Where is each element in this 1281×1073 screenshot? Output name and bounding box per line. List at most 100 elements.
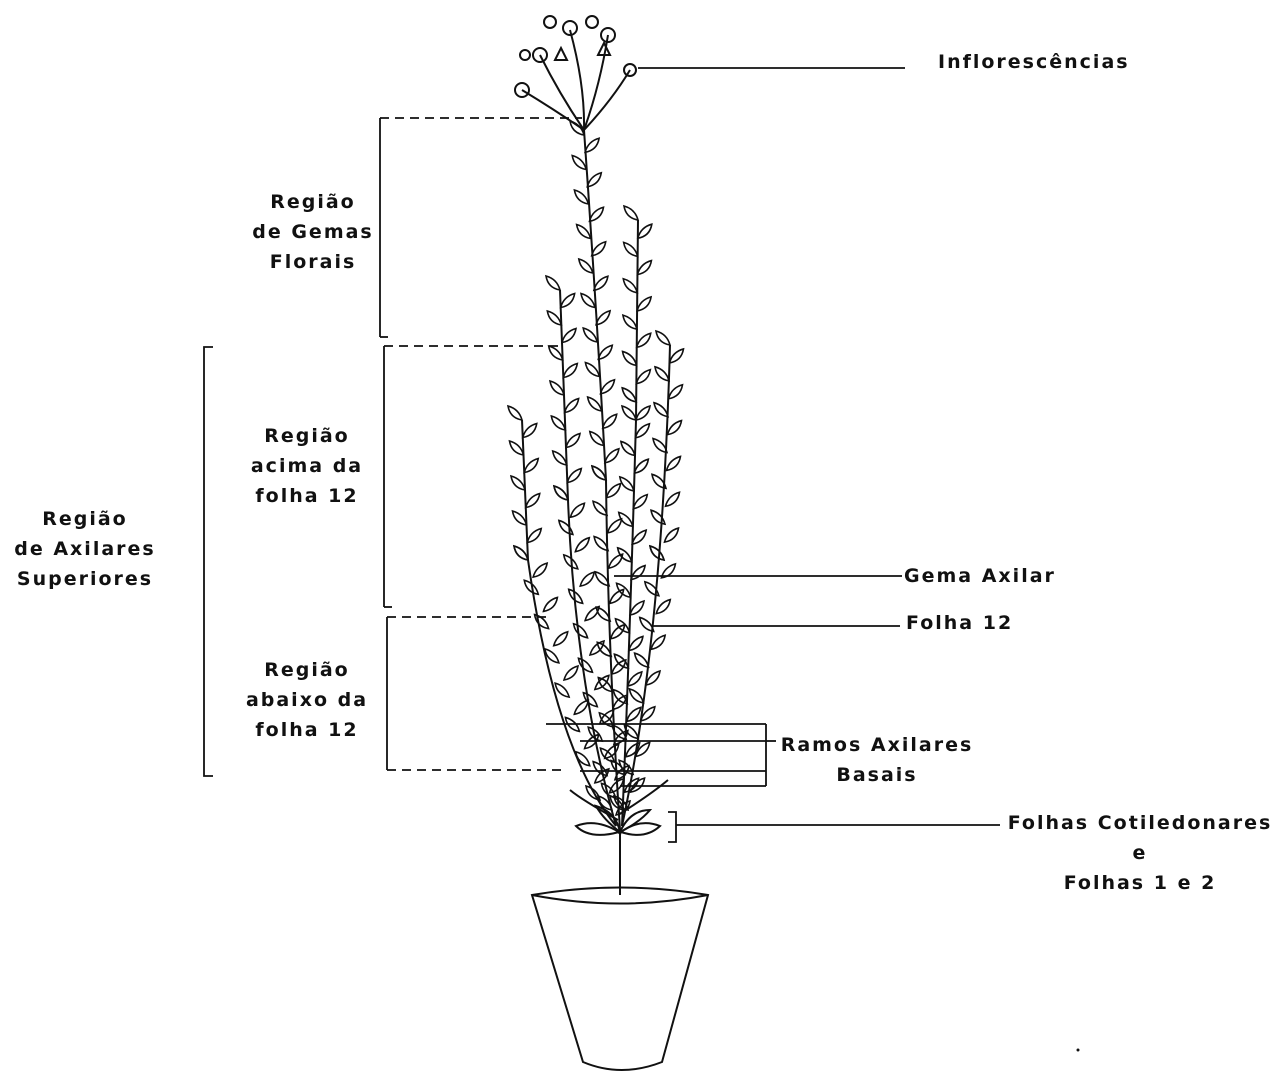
leaf — [654, 403, 668, 417]
leaf — [624, 242, 638, 256]
label-line: Folhas Cotiledonares — [1002, 808, 1278, 838]
leaf — [533, 563, 547, 577]
leaf — [594, 276, 608, 290]
leaf — [553, 451, 567, 465]
label-line: Ramos Axilares — [772, 730, 982, 760]
label-line: folha 12 — [232, 481, 382, 511]
leaf — [655, 367, 669, 381]
leaf — [590, 432, 604, 446]
label-line: Região — [238, 187, 388, 217]
leaf — [524, 459, 538, 473]
leaf — [630, 601, 644, 615]
leaf — [656, 331, 670, 345]
leaf — [666, 492, 680, 506]
label-line: abaixo da — [232, 685, 382, 715]
leaf — [627, 707, 641, 721]
leaf — [628, 672, 642, 686]
leaf — [631, 566, 645, 580]
label-inflorescencias: Inflorescências — [938, 47, 1130, 77]
leaf — [514, 546, 528, 560]
leaf — [635, 653, 649, 667]
leaf — [562, 329, 576, 343]
leaf — [575, 538, 589, 552]
label-line: acima da — [232, 451, 382, 481]
leaf — [668, 421, 682, 435]
leaf — [605, 449, 619, 463]
label-line: Basais — [772, 760, 982, 790]
leaf — [574, 624, 588, 638]
leaf — [595, 675, 609, 689]
label-line: Folhas 1 e 2 — [1002, 868, 1278, 898]
leaf — [634, 459, 648, 473]
leaf — [653, 439, 667, 453]
leaf — [513, 511, 527, 525]
label-regiao-abaixo-folha-12: Região abaixo da folha 12 — [232, 655, 382, 745]
leaf — [508, 406, 522, 420]
leaf — [669, 385, 683, 399]
label-regiao-gemas-florais: Região de Gemas Florais — [238, 187, 388, 277]
leaf — [656, 600, 670, 614]
leaf — [633, 495, 647, 509]
leaf — [574, 700, 588, 714]
axilares-superiores-bracket — [204, 347, 213, 776]
leaf — [598, 345, 612, 359]
leaf — [523, 424, 537, 438]
leaf — [559, 520, 573, 534]
leaf — [564, 666, 578, 680]
leaf — [555, 683, 569, 697]
leaf — [585, 363, 599, 377]
leaf — [554, 632, 568, 646]
leaf — [588, 397, 602, 411]
leaf — [567, 469, 581, 483]
leaf — [603, 414, 617, 428]
leaf — [590, 207, 604, 221]
leaf — [601, 380, 615, 394]
leaf — [635, 424, 649, 438]
leaf — [574, 190, 588, 204]
leaf — [576, 752, 590, 766]
label-folha-12: Folha 12 — [906, 608, 1013, 638]
leaf — [580, 572, 594, 586]
leaf — [554, 486, 568, 500]
speck — [1077, 1049, 1080, 1052]
leaf — [597, 642, 611, 656]
label-line: folha 12 — [232, 715, 382, 745]
leaf — [667, 456, 681, 470]
leaf — [563, 364, 577, 378]
label-line: de Axilares — [2, 534, 168, 564]
leaves — [508, 121, 684, 815]
leaf — [511, 476, 525, 490]
leaf — [636, 406, 650, 420]
leaf — [581, 294, 595, 308]
leaf — [650, 546, 664, 560]
leaf — [629, 689, 643, 703]
label-regiao-acima-folha-12: Região acima da folha 12 — [232, 421, 382, 511]
leaf — [569, 589, 583, 603]
leaf — [566, 434, 580, 448]
label-line: Florais — [238, 247, 388, 277]
leaf — [583, 693, 597, 707]
leaf — [637, 261, 651, 275]
leaf — [637, 333, 651, 347]
leaf — [596, 311, 610, 325]
flower-pot — [532, 888, 708, 1071]
label-ramos-axilares-basais: Ramos Axilares Basais — [772, 730, 982, 790]
cotiledonares-bracket — [668, 812, 1000, 842]
label-line: Gema Axilar — [904, 561, 1056, 591]
leaf — [624, 206, 638, 220]
leaf — [547, 311, 561, 325]
leaf — [632, 530, 646, 544]
leaf — [587, 173, 601, 187]
leaf — [636, 370, 650, 384]
label-line: e — [1002, 838, 1278, 868]
leaf — [620, 477, 634, 491]
leaf — [585, 138, 599, 152]
leaf — [526, 494, 540, 508]
label-line: Região — [232, 421, 382, 451]
leaf — [592, 466, 606, 480]
label-regiao-axilares-superiores: Região de Axilares Superiores — [2, 504, 168, 594]
leaf — [593, 501, 607, 515]
leaf — [565, 399, 579, 413]
label-line: Superiores — [2, 564, 168, 594]
